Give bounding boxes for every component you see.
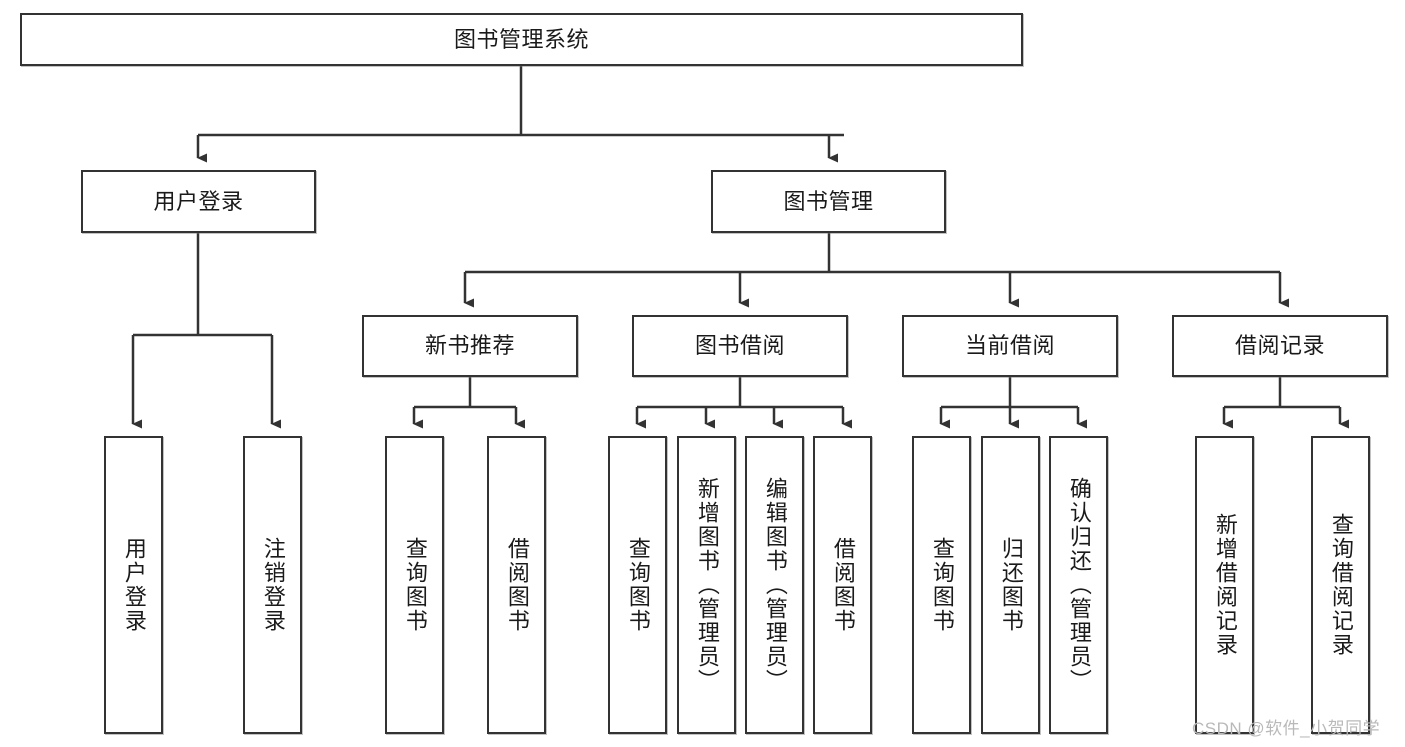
node-new-book-recommend[interactable]: 新书推荐: [362, 315, 578, 377]
node-label: 图书管理系统: [453, 26, 589, 52]
node-leaf-borrow-book-recommend[interactable]: 借阅图书: [487, 436, 546, 734]
node-label: 借阅记录: [1234, 333, 1325, 359]
node-label: 新增借阅记录: [1212, 513, 1238, 657]
node-user-login[interactable]: 用户登录: [81, 170, 316, 233]
node-label: 确认归还（管理员）: [1066, 477, 1092, 693]
node-leaf-query-book-borrow[interactable]: 查询图书: [608, 436, 667, 734]
node-label: 查询图书: [402, 537, 428, 633]
node-label: 借阅图书: [504, 537, 530, 633]
node-leaf-confirm-return-admin[interactable]: 确认归还（管理员）: [1049, 436, 1108, 734]
node-leaf-query-book-current[interactable]: 查询图书: [912, 436, 971, 734]
node-leaf-add-borrow-record[interactable]: 新增借阅记录: [1195, 436, 1254, 734]
node-root-book-management-system[interactable]: 图书管理系统: [20, 13, 1023, 66]
node-label: 归还图书: [998, 537, 1024, 633]
node-label: 图书借阅: [694, 333, 785, 359]
node-label: 查询图书: [625, 537, 651, 633]
node-leaf-query-borrow-record[interactable]: 查询借阅记录: [1311, 436, 1370, 734]
node-leaf-user-login[interactable]: 用户登录: [104, 436, 163, 734]
node-label: 查询图书: [929, 537, 955, 633]
node-label: 编辑图书（管理员）: [762, 477, 788, 693]
node-current-borrow[interactable]: 当前借阅: [902, 315, 1118, 377]
node-leaf-return-book[interactable]: 归还图书: [981, 436, 1040, 734]
node-label: 注销登录: [260, 537, 286, 633]
node-label: 图书管理: [783, 188, 874, 214]
node-label: 用户登录: [121, 537, 147, 633]
node-borrow-record[interactable]: 借阅记录: [1172, 315, 1388, 377]
node-label: 用户登录: [153, 188, 244, 214]
node-leaf-edit-book-admin[interactable]: 编辑图书（管理员）: [745, 436, 804, 734]
node-leaf-user-logout[interactable]: 注销登录: [243, 436, 302, 734]
node-label: 新书推荐: [424, 333, 515, 359]
node-leaf-add-book-admin[interactable]: 新增图书（管理员）: [677, 436, 736, 734]
node-book-borrow[interactable]: 图书借阅: [632, 315, 848, 377]
node-label: 新增图书（管理员）: [694, 477, 720, 693]
node-book-management[interactable]: 图书管理: [711, 170, 946, 233]
node-label: 查询借阅记录: [1328, 513, 1354, 657]
node-leaf-query-book-recommend[interactable]: 查询图书: [385, 436, 444, 734]
node-label: 借阅图书: [830, 537, 856, 633]
csdn-watermark: CSDN @软件_小贺同学: [1192, 719, 1381, 738]
node-label: 当前借阅: [964, 333, 1055, 359]
node-leaf-borrow-book[interactable]: 借阅图书: [813, 436, 872, 734]
